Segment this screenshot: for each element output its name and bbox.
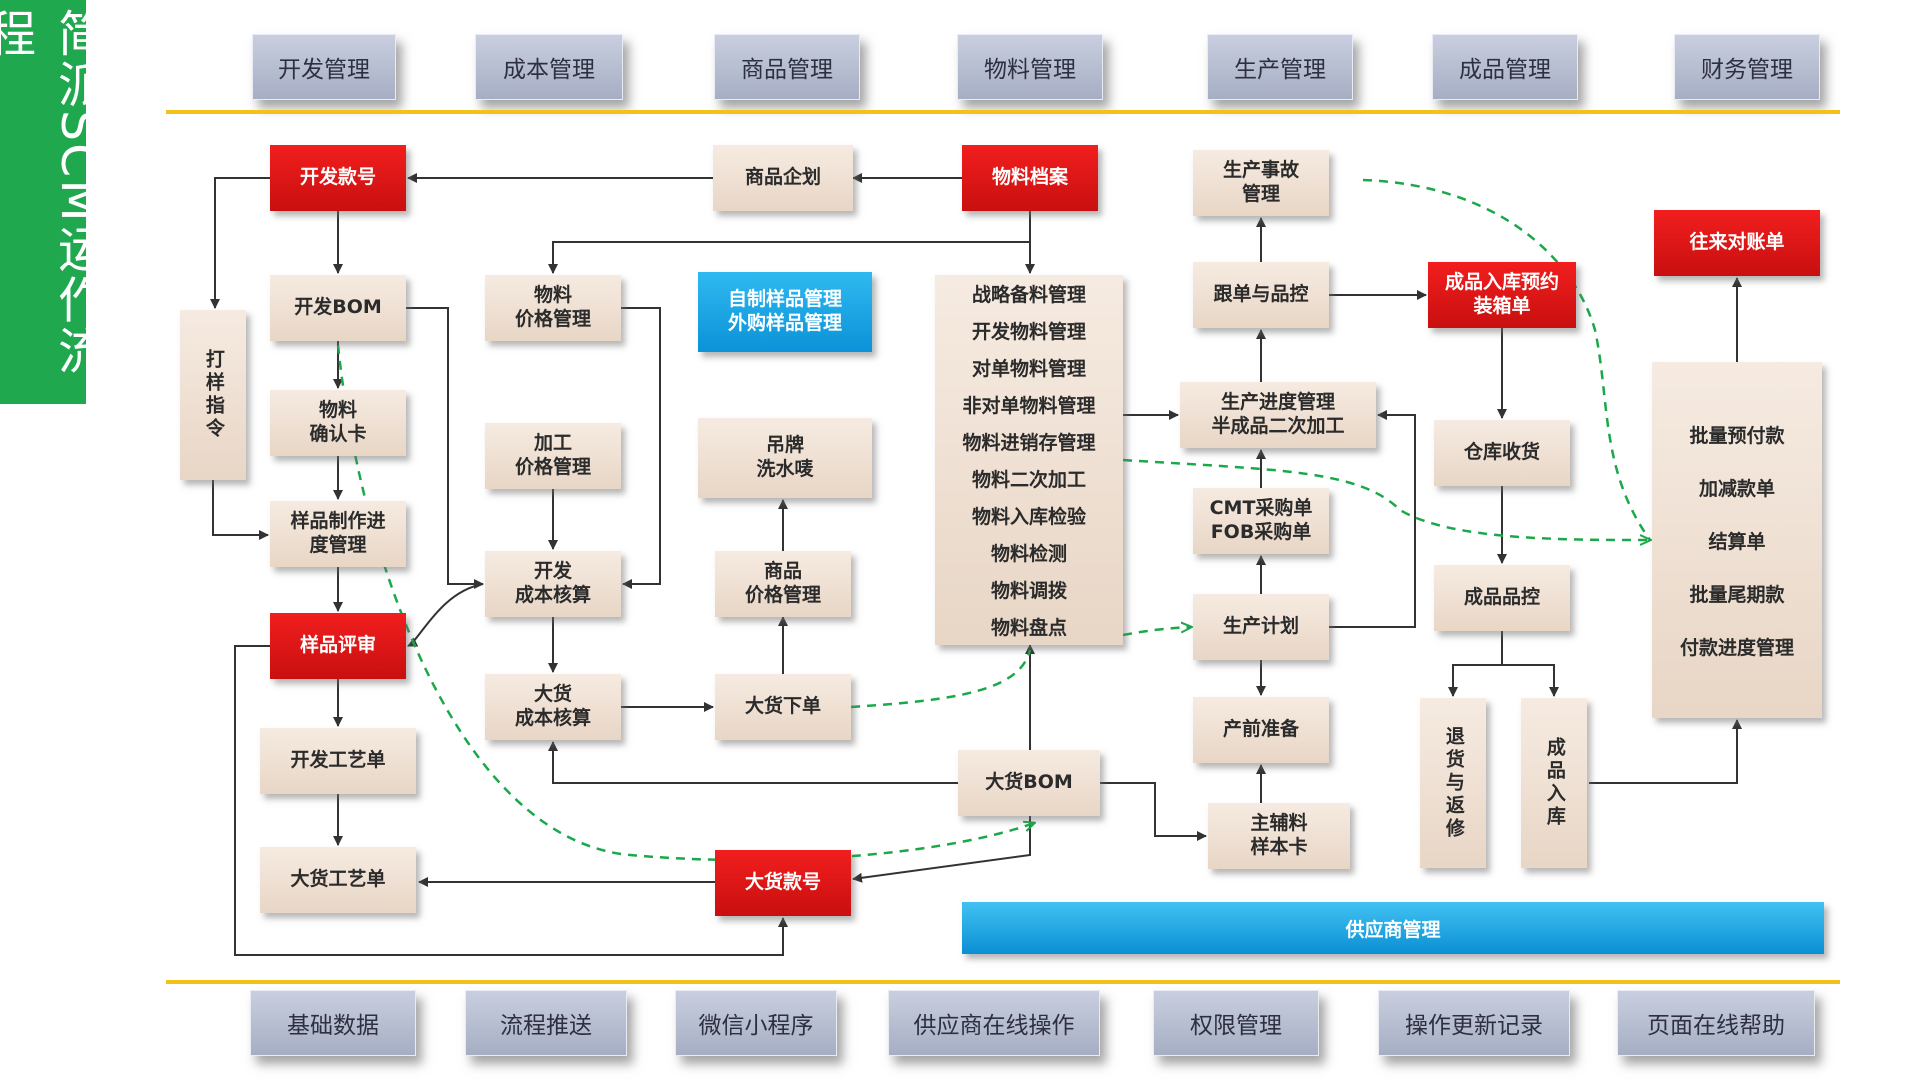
material-item[interactable]: 物料进销存管理 (962, 432, 1096, 454)
node-tag-label[interactable]: 吊牌 洗水唛 (698, 418, 872, 498)
material-item[interactable]: 物料二次加工 (971, 469, 1086, 491)
node-bulk-costing[interactable]: 大货 成本核算 (485, 674, 621, 740)
node-production-plan[interactable]: 生产计划 (1193, 594, 1329, 660)
finance-item[interactable]: 批量尾期款 (1689, 583, 1785, 606)
material-management-panel: 战略备料管理 开发物料管理 对单物料管理 非对单物料管理 物料进销存管理 物料二… (935, 275, 1123, 645)
nav-process-push[interactable]: 流程推送 (465, 990, 627, 1056)
node-sample-progress[interactable]: 样品制作进 度管理 (270, 501, 406, 567)
material-item[interactable]: 物料调拨 (990, 580, 1067, 602)
node-supplier-management[interactable]: 供应商管理 (962, 902, 1824, 954)
node-reconciliation[interactable]: 往来对账单 (1654, 210, 1820, 276)
node-fg-inbound[interactable]: 成品入库 (1521, 698, 1587, 868)
node-pre-production[interactable]: 产前准备 (1193, 697, 1329, 763)
finance-item[interactable]: 批量预付款 (1689, 424, 1785, 447)
node-proof-order[interactable]: 打样指令 (180, 310, 246, 480)
nav-online-help[interactable]: 页面在线帮助 (1617, 990, 1815, 1056)
node-dev-bom[interactable]: 开发BOM (270, 275, 406, 341)
node-material-file[interactable]: 物料档案 (962, 145, 1098, 211)
nav-finished-goods-management[interactable]: 成品管理 (1432, 34, 1578, 100)
node-bulk-style-no[interactable]: 大货款号 (715, 850, 851, 916)
node-bulk-bom[interactable]: 大货BOM (958, 750, 1100, 816)
finance-item[interactable]: 付款进度管理 (1679, 636, 1794, 659)
node-material-confirm[interactable]: 物料 确认卡 (270, 390, 406, 456)
node-sample-management[interactable]: 自制样品管理 外购样品管理 (698, 272, 872, 352)
nav-basic-data[interactable]: 基础数据 (250, 990, 416, 1056)
nav-finance-management[interactable]: 财务管理 (1674, 34, 1820, 100)
node-follow-qc[interactable]: 跟单与品控 (1193, 262, 1329, 328)
nav-product-management[interactable]: 商品管理 (714, 34, 860, 100)
node-dev-costing[interactable]: 开发 成本核算 (485, 551, 621, 617)
node-production-accident[interactable]: 生产事故 管理 (1193, 150, 1329, 216)
node-process-price[interactable]: 加工 价格管理 (485, 423, 621, 489)
finance-panel: 批量预付款 加减款单 结算单 批量尾期款 付款进度管理 (1652, 362, 1822, 718)
node-sample-review[interactable]: 样品评审 (270, 613, 406, 679)
page-title: 简派SCM运作流程 (0, 0, 107, 404)
node-material-price[interactable]: 物料 价格管理 (485, 275, 621, 341)
nav-production-management[interactable]: 生产管理 (1207, 34, 1353, 100)
node-product-price[interactable]: 商品 价格管理 (715, 551, 851, 617)
nav-cost-management[interactable]: 成本管理 (475, 34, 623, 100)
node-dev-style-no[interactable]: 开发款号 (270, 145, 406, 211)
node-cmt-fob-purchase[interactable]: CMT采购单 FOB采购单 (1193, 488, 1329, 554)
finance-item[interactable]: 加减款单 (1698, 477, 1775, 500)
nav-permission-management[interactable]: 权限管理 (1153, 990, 1319, 1056)
node-warehouse-receipt[interactable]: 仓库收货 (1434, 420, 1570, 486)
node-bulk-order[interactable]: 大货下单 (715, 674, 851, 740)
node-main-aux-sample-card[interactable]: 主辅料 样本卡 (1208, 803, 1350, 869)
material-item[interactable]: 战略备料管理 (971, 284, 1086, 306)
node-fg-reservation[interactable]: 成品入库预约 装箱单 (1428, 262, 1576, 328)
node-production-progress[interactable]: 生产进度管理 半成品二次加工 (1180, 382, 1376, 448)
material-item[interactable]: 对单物料管理 (971, 358, 1086, 380)
top-divider (166, 110, 1840, 114)
material-item[interactable]: 开发物料管理 (971, 321, 1086, 343)
material-item[interactable]: 非对单物料管理 (962, 395, 1096, 417)
material-item[interactable]: 物料检测 (990, 543, 1067, 565)
node-fg-qc[interactable]: 成品品控 (1434, 565, 1570, 631)
nav-dev-management[interactable]: 开发管理 (252, 34, 396, 100)
node-bulk-process-sheet[interactable]: 大货工艺单 (260, 847, 416, 913)
material-item[interactable]: 物料盘点 (990, 617, 1067, 639)
material-item[interactable]: 物料入库检验 (971, 506, 1086, 528)
node-dev-process-sheet[interactable]: 开发工艺单 (260, 728, 416, 794)
bottom-divider (166, 980, 1840, 984)
nav-update-log[interactable]: 操作更新记录 (1378, 990, 1570, 1056)
finance-item[interactable]: 结算单 (1708, 530, 1766, 553)
nav-supplier-online[interactable]: 供应商在线操作 (888, 990, 1100, 1056)
nav-material-management[interactable]: 物料管理 (957, 34, 1103, 100)
node-product-planning[interactable]: 商品企划 (713, 145, 853, 211)
nav-wechat-mini-program[interactable]: 微信小程序 (675, 990, 837, 1056)
node-return-repair[interactable]: 退货与返修 (1420, 698, 1486, 868)
